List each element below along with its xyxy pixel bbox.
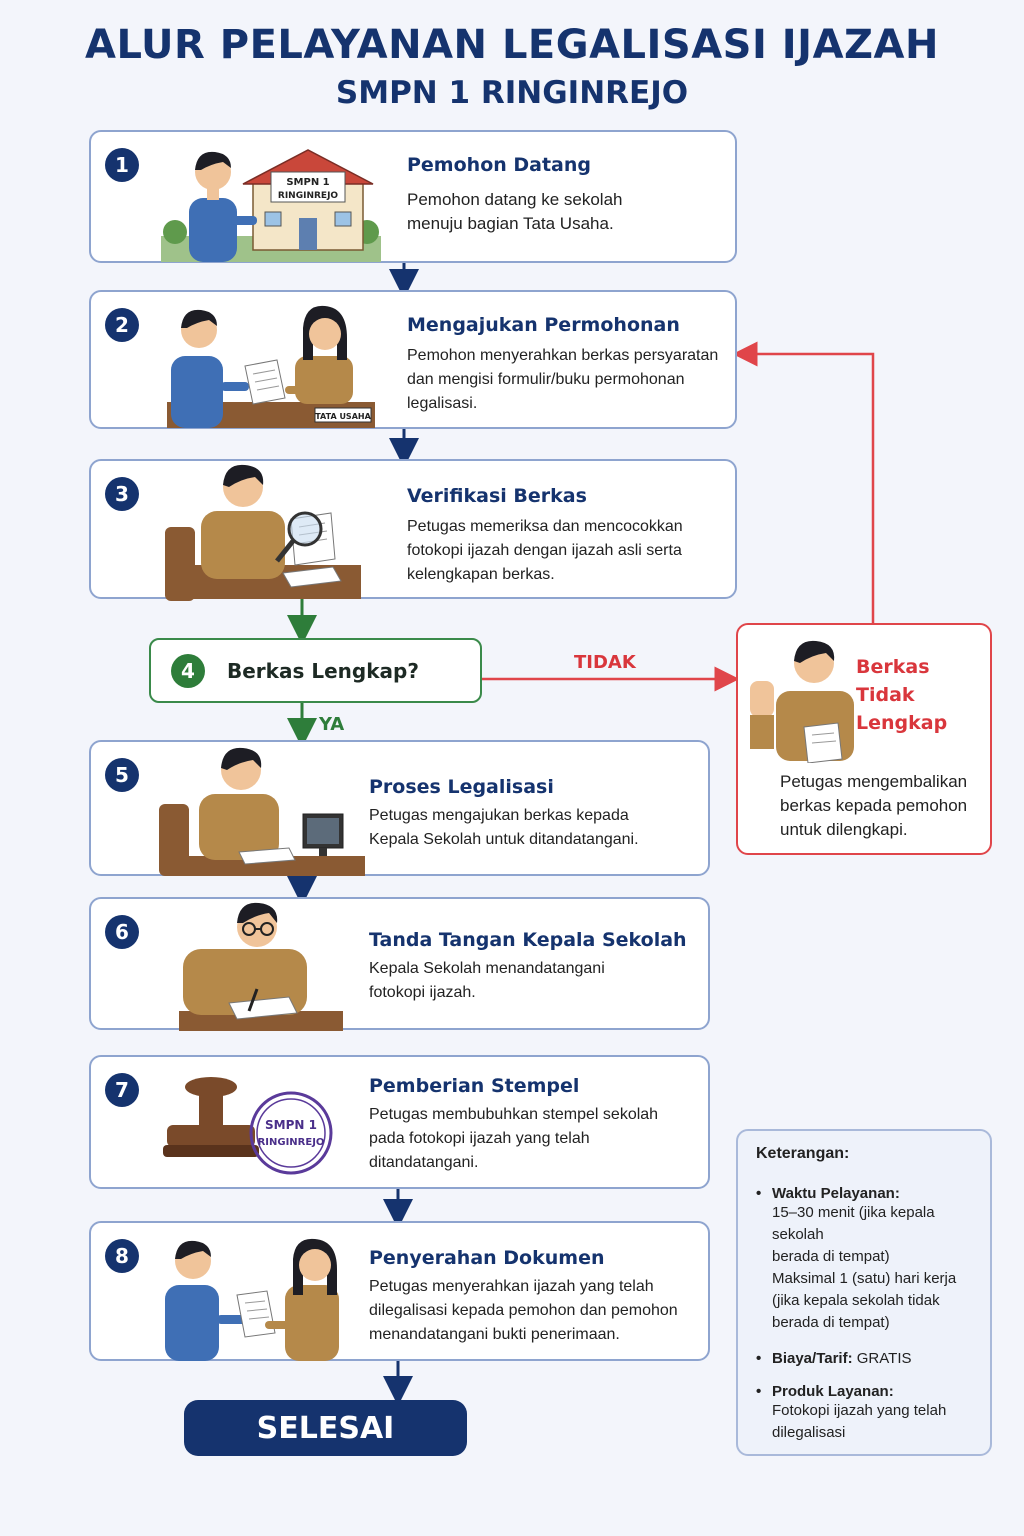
step-3-title: Verifikasi Berkas [407,485,587,507]
page-title: ALUR PELAYANAN LEGALISASI IJAZAH [85,22,939,68]
legend-item-value: Fotokopi ijazah yang telah dilegalisasi [772,1402,947,1441]
finish-terminal: SELESAI [184,1400,467,1456]
principal-signing-illustration [179,902,343,1031]
arrow-reject-back-to-2 [732,341,875,623]
step-2-title: Mengajukan Permohonan [407,314,680,336]
legend-panel: Keterangan: Waktu Pelayanan: 15–30 menit… [736,1129,992,1456]
legend-item-fee: Biaya/Tarif: GRATIS [756,1350,976,1367]
step-7-number: 7 [105,1073,139,1107]
step-1-number: 1 [105,148,139,182]
no-branch-label: TIDAK [574,652,636,673]
incomplete-documents-title: Berkas Tidak Lengkap [856,656,948,734]
stamp-line1: SMPN 1 [265,1118,317,1132]
step-2-number: 2 [105,308,139,342]
stamp-illustration: SMPN 1 RINGINREJO [163,1077,333,1175]
step-6-number: 6 [105,915,139,949]
step-2-description: Pemohon menyerahkan berkas persyaratan d… [407,347,719,412]
legend-item-service-time: Waktu Pelayanan: 15–30 menit (jika kepal… [756,1185,976,1334]
verifying-documents-illustration [165,464,361,601]
step-5-title: Proses Legalisasi [369,776,554,798]
step-5-description: Petugas mengajukan berkas kepada Kepala … [369,807,639,848]
step-1-title: Pemohon Datang [407,154,592,176]
decision-berkas-lengkap: 4 Berkas Lengkap? [149,638,482,703]
step-7-description: Petugas membubuhkan stempel sekolah pada… [369,1106,659,1171]
step-6-card: 6 Tanda Tangan Kepala Sekolah Kepala Sek… [89,897,710,1031]
step-1-card: 1 SMPN 1 RINGINREJO Pemohon Datang Pemoh… [89,130,737,263]
step-6-description: Kepala Sekolah menandatangani fotokopi i… [369,960,605,1001]
step-6-title: Tanda Tangan Kepala Sekolah [369,929,687,951]
yes-branch-label: YA [319,714,345,735]
legend-item-value: GRATIS [856,1350,912,1367]
step-3-card: 3 Verifikasi Berkas Petugas memeriksa da… [89,459,737,601]
step-8-description: Petugas menyerahkan ijazah yang telah di… [369,1278,678,1343]
step-5-number: 5 [105,758,139,792]
document-handover-illustration [165,1238,339,1361]
step-8-title: Penyerahan Dokumen [369,1247,605,1269]
submitting-request-illustration: TATA USAHA [167,305,375,428]
school-sign-line2: RINGINREJO [278,191,339,201]
legend-item-value: 15–30 menit (jika kepala sekolah berada … [772,1204,957,1331]
step-8-card: 8 Penyerahan Dokumen Petugas menyerahkan… [89,1221,710,1361]
step-7-card: 7 SMPN 1 RINGINREJO Pemberian Stempel Pe… [89,1055,710,1189]
step-4-number: 4 [171,653,205,688]
step-8-number: 8 [105,1239,139,1273]
incomplete-documents-card: Berkas Tidak Lengkap Petugas mengembalik… [736,623,992,855]
officer-stop-hand-illustration [750,640,854,763]
incomplete-documents-description: Petugas mengembalikan berkas kepada pemo… [780,772,968,839]
decision-question: Berkas Lengkap? [227,658,419,683]
desk-label: TATA USAHA [315,412,371,421]
legend-item-label: Biaya/Tarif: [772,1350,853,1367]
school-sign-line1: SMPN 1 [286,177,329,188]
stamp-line2: RINGINREJO [258,1137,325,1148]
step-2-card: 2 TATA USAHA Mengajukan Permohonan Pemoh… [89,290,737,429]
legend-item-label: Produk Layanan: [772,1383,894,1400]
step-1-description: Pemohon datang ke sekolah menuju bagian … [407,190,623,233]
legend-title: Keterangan: [756,1145,850,1162]
legend-item-product: Produk Layanan: Fotokopi ijazah yang tel… [756,1383,976,1444]
page-subtitle: SMPN 1 RINGINREJO [335,75,689,111]
legend-item-label: Waktu Pelayanan: [772,1185,900,1202]
person-arriving-at-school-illustration: SMPN 1 RINGINREJO [161,149,381,262]
step-3-description: Petugas memeriksa dan mencocokkan fotoko… [407,518,683,583]
step-7-title: Pemberian Stempel [369,1075,580,1097]
step-3-number: 3 [105,477,139,511]
legalization-process-illustration [159,747,365,876]
step-5-card: 5 Proses Legalisasi Petugas mengajukan b… [89,740,710,876]
